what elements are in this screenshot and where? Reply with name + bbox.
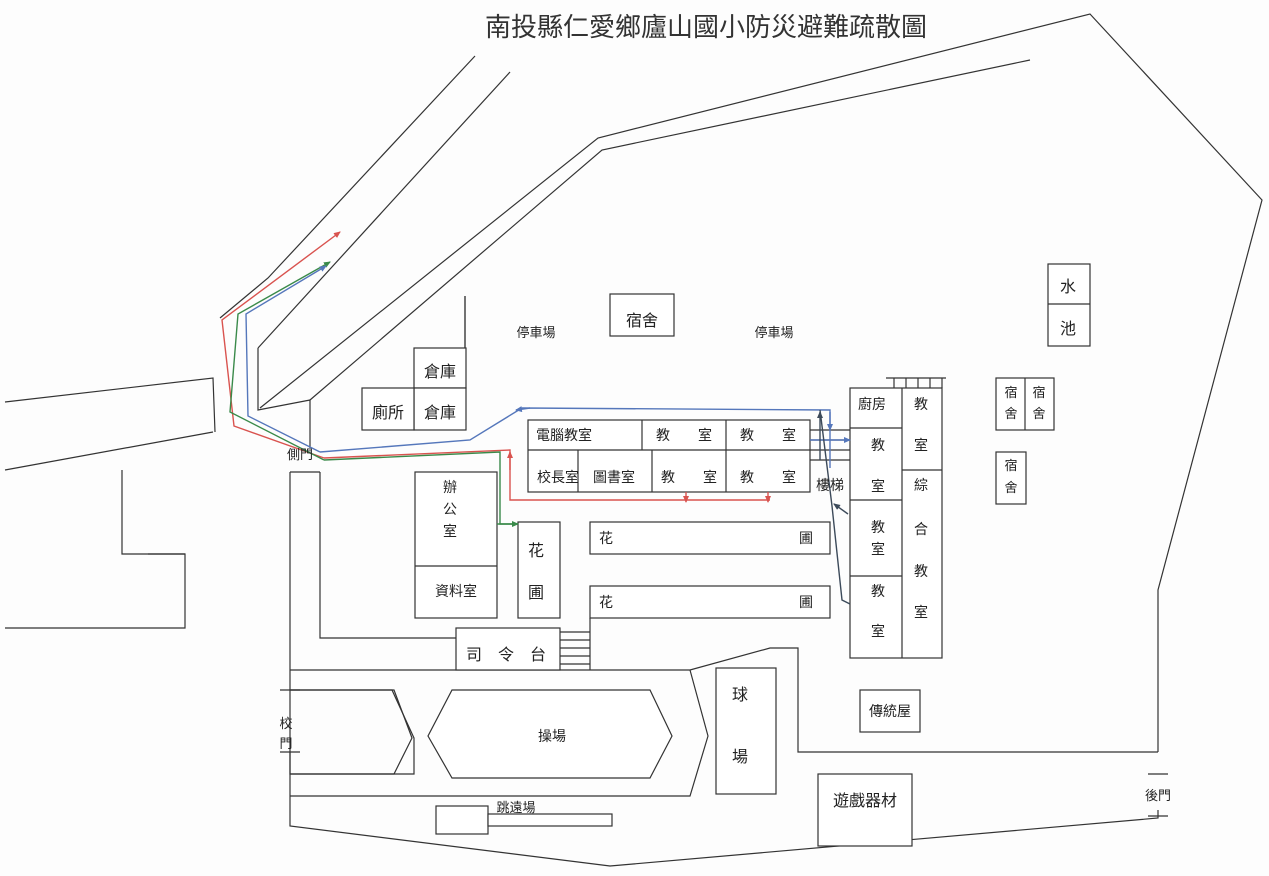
label-kitchen: 廚房: [858, 396, 886, 413]
label-pool-2: 池: [1060, 319, 1076, 338]
label-toilet: 廁所: [372, 403, 404, 422]
long-jump-pit: [435, 805, 489, 835]
route-red-main: [323, 449, 770, 501]
label-playground: 遊戲器材: [833, 791, 897, 810]
label-classroom-2: 教 室: [740, 427, 796, 444]
warehouse-1: [413, 347, 467, 389]
label-main-gate-2: 門: [279, 737, 292, 752]
label-dorm-e3-1: 宿: [1004, 458, 1017, 474]
label-pool-1: 水: [1060, 277, 1076, 296]
label-field: 操場: [538, 729, 566, 745]
label-office-1: 辦: [443, 480, 457, 496]
map-title: 南投縣仁愛鄉廬山國小防災避難疏散圖: [485, 13, 927, 43]
label-east-top-2: 室: [914, 437, 928, 454]
label-multipurpose-1: 綜: [914, 478, 928, 494]
label-multipurpose-3: 教: [914, 564, 928, 580]
label-multipurpose-4: 室: [914, 604, 928, 621]
classroom-block: [527, 419, 811, 493]
east-building: [849, 387, 943, 659]
label-garden-row2-a: 花: [599, 595, 613, 611]
label-garden-row2-b: 圃: [799, 595, 813, 611]
label-warehouse-1: 倉庫: [424, 362, 456, 381]
traditional-house: [859, 689, 921, 733]
label-office-2: 公: [443, 502, 457, 518]
labels: 停車場 停車場 宿舍 倉庫 倉庫 廁所 側門 電腦教室 教 室 教 室 校長室 …: [279, 277, 1171, 816]
label-ball-court-1: 球: [732, 685, 748, 704]
label-computer-room: 電腦教室: [536, 427, 592, 444]
label-east-c-2: 室: [871, 623, 885, 640]
label-office-3: 室: [443, 523, 457, 540]
label-dorm-e2-1: 宿: [1032, 385, 1045, 401]
label-east-top-1: 教: [914, 397, 928, 413]
roads: [4, 13, 1263, 752]
label-side-gate: 側門: [287, 448, 313, 463]
label-ball-court-2: 場: [732, 747, 748, 766]
ball-court: [715, 667, 777, 795]
garden-row-1: [589, 521, 831, 555]
label-garden-v-2: 圃: [528, 583, 544, 602]
evacuation-routes: [221, 231, 851, 605]
dorm-top: [609, 293, 675, 337]
label-east-c-1: 教: [871, 584, 885, 600]
label-stage: 司 令 台: [466, 645, 546, 664]
label-archive: 資料室: [435, 583, 477, 600]
label-dorm-e1-1: 宿: [1004, 385, 1017, 401]
label-parking-left: 停車場: [516, 325, 555, 341]
label-parking-right: 停車場: [754, 325, 793, 341]
label-garden-row1-b: 圃: [799, 531, 813, 547]
label-dorm-e1-2: 舍: [1004, 407, 1017, 422]
label-east-b-2: 室: [871, 541, 885, 558]
field-left-wall: [289, 689, 415, 775]
label-garden-v-1: 花: [528, 541, 544, 560]
label-main-gate-1: 校: [279, 716, 292, 732]
buildings: [289, 263, 1091, 847]
label-east-a-1: 教: [871, 438, 885, 454]
label-garden-row1-a: 花: [599, 531, 613, 547]
label-classroom-4: 教 室: [740, 469, 796, 486]
pool: [1047, 263, 1091, 347]
label-dorm-e2-2: 舍: [1032, 407, 1045, 422]
label-stairs: 樓梯: [816, 478, 844, 494]
label-east-a-2: 室: [871, 478, 885, 495]
label-traditional-house: 傳統屋: [869, 704, 911, 720]
route-red-exit: [221, 231, 341, 459]
label-back-gate: 後門: [1145, 789, 1171, 804]
label-library: 圖書室: [593, 469, 635, 486]
route-dark: [819, 409, 851, 605]
route-blue-exit: [245, 265, 327, 453]
label-multipurpose-2: 合: [914, 522, 928, 538]
route-green-exit: [229, 261, 331, 461]
toilet: [361, 387, 415, 431]
label-long-jump: 跳遠場: [496, 801, 535, 816]
field: [427, 689, 673, 779]
dorm-east-single: [995, 451, 1027, 505]
label-warehouse-2: 倉庫: [424, 403, 456, 422]
school-boundary: [280, 296, 1168, 867]
warehouse-2: [413, 387, 467, 431]
garden-vertical: [517, 521, 561, 619]
label-dorm-top: 宿舍: [626, 311, 658, 330]
stage: [455, 627, 561, 671]
office: [414, 471, 498, 619]
label-classroom-1: 教 室: [656, 427, 712, 444]
label-dorm-e3-2: 舍: [1004, 481, 1017, 496]
garden-row-2: [589, 585, 831, 619]
long-jump-runway: [487, 813, 613, 827]
label-classroom-3: 教 室: [661, 469, 717, 486]
label-principal-office: 校長室: [537, 469, 579, 486]
label-east-b-1: 教: [871, 520, 885, 536]
playground: [817, 773, 913, 847]
